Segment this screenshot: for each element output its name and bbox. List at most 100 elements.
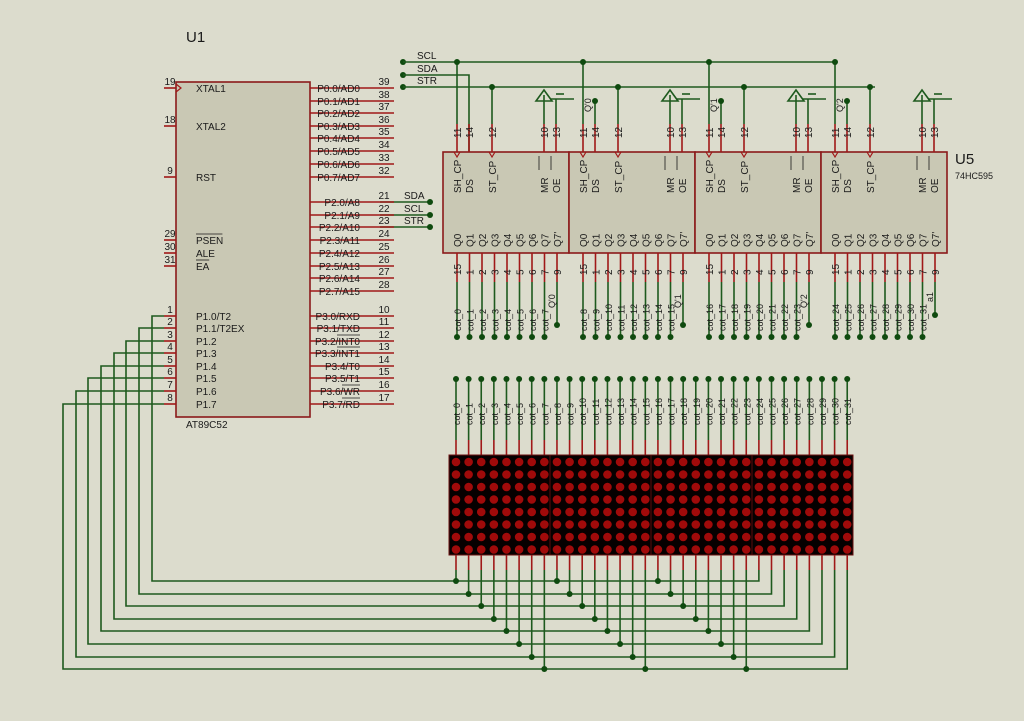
led bbox=[741, 545, 751, 554]
sr-pin-number: 11 bbox=[453, 127, 464, 138]
u5-part-label: 74HC595 bbox=[955, 171, 993, 181]
mcu-pin-name: P1.7 bbox=[196, 400, 217, 411]
mcu-pin-number: 19 bbox=[164, 77, 176, 88]
led bbox=[628, 507, 637, 517]
sr-pin-number: 10 bbox=[666, 126, 677, 138]
led bbox=[779, 545, 789, 554]
led bbox=[552, 532, 562, 542]
output-terminal bbox=[667, 334, 674, 340]
led bbox=[489, 532, 499, 542]
mcu-pin-name: P3.7/RD bbox=[322, 400, 360, 411]
led bbox=[451, 482, 461, 492]
led bbox=[641, 457, 650, 467]
led bbox=[603, 507, 612, 517]
shift-register-body[interactable] bbox=[568, 151, 696, 254]
sr-pin-name: Q7 bbox=[541, 233, 552, 247]
sr-pin-name: Q5 bbox=[894, 233, 905, 247]
sr-pin-number: 13 bbox=[930, 126, 941, 138]
sr-pin-number: 12 bbox=[866, 126, 877, 138]
led bbox=[754, 495, 764, 504]
sr-pin-number: 3 bbox=[743, 269, 754, 275]
led bbox=[603, 532, 612, 542]
matrix-column-terminal bbox=[730, 376, 737, 382]
output-terminal bbox=[529, 334, 535, 340]
scl-junction bbox=[580, 59, 586, 65]
output-terminal bbox=[768, 334, 775, 340]
sr-pin-name: Q5 bbox=[642, 233, 653, 247]
led bbox=[489, 495, 499, 504]
led bbox=[565, 545, 574, 554]
sr-pin-number: 7 bbox=[541, 269, 552, 275]
sr-pin-name: DS bbox=[843, 179, 854, 193]
led bbox=[464, 532, 473, 542]
mcu-pin-name: P1.2 bbox=[196, 337, 217, 348]
led bbox=[666, 457, 675, 467]
led bbox=[540, 457, 549, 467]
led bbox=[514, 457, 524, 467]
led bbox=[653, 532, 663, 542]
mcu-pin-number: 33 bbox=[378, 153, 390, 164]
led bbox=[729, 532, 738, 542]
shift-register-body[interactable] bbox=[694, 151, 822, 254]
led bbox=[716, 457, 726, 467]
matrix-column-terminal bbox=[692, 376, 699, 382]
output-terminal bbox=[718, 334, 725, 340]
shift-register-body[interactable] bbox=[442, 151, 570, 254]
led bbox=[767, 545, 776, 554]
sr-pin-name: Q0 bbox=[705, 233, 716, 247]
wires-layer bbox=[62, 59, 952, 672]
led bbox=[565, 482, 574, 492]
led bbox=[691, 520, 701, 529]
mcu-pin-name: P3.1/TXD bbox=[317, 324, 360, 335]
led bbox=[754, 507, 764, 517]
led bbox=[628, 482, 637, 492]
output-net-label: cot_28 bbox=[881, 304, 891, 331]
shift-register-4[interactable]: 11SH_CP14DS12ST_CP10MR13OEQ015Q11Q22Q33Q… bbox=[820, 88, 948, 331]
mcu-pin-name: P1.4 bbox=[196, 362, 217, 373]
mcu-pin-name: P2.4/A12 bbox=[319, 249, 361, 260]
str-junction bbox=[489, 84, 495, 90]
matrix-column-terminal bbox=[831, 376, 838, 382]
mcu-pin-number: 23 bbox=[378, 216, 390, 227]
mcu-pin-name: P3.0/RXD bbox=[316, 312, 360, 323]
sr-pin-name: Q0 bbox=[453, 233, 464, 247]
mcu-pins: 19XTAL118XTAL29RST29PSEN30ALE31EA1P1.0/T… bbox=[164, 77, 394, 411]
row-junction bbox=[667, 591, 674, 597]
led bbox=[590, 507, 600, 517]
led bbox=[451, 470, 461, 479]
mcu-u1[interactable]: U1 AT89C52 19XTAL118XTAL29RST29PSEN30ALE… bbox=[164, 29, 394, 431]
row-bus-P1-0 bbox=[151, 315, 760, 582]
led bbox=[729, 495, 738, 504]
matrix-column-label: cot_22 bbox=[730, 398, 740, 425]
matrix-column-label: cot_15 bbox=[641, 398, 651, 425]
led bbox=[641, 482, 650, 492]
matrix-column-terminal bbox=[617, 376, 624, 382]
mcu-pin-number: 11 bbox=[379, 317, 390, 328]
mcu-pin-number: 12 bbox=[378, 330, 390, 341]
shift-register-1[interactable]: 11SH_CP14DS12ST_CP10MR13OEQ015Q11Q22Q33Q… bbox=[442, 88, 570, 331]
output-net-label: cot_26 bbox=[856, 304, 866, 331]
matrix-column-terminal bbox=[667, 376, 674, 382]
sr-pin-number: 2 bbox=[478, 269, 489, 275]
shift-register-3[interactable]: 11SH_CP14DS12ST_CP10MR13OEQ015Q11Q22Q33Q… bbox=[694, 88, 822, 331]
shift-register-body[interactable] bbox=[820, 151, 948, 254]
shift-register-2[interactable]: 11SH_CP14DS12ST_CP10MR13OEQ015Q11Q22Q33Q… bbox=[568, 88, 696, 331]
led bbox=[489, 457, 499, 467]
led bbox=[704, 545, 713, 554]
sr-pin-number: 14 bbox=[717, 126, 728, 138]
mcu-pin-name: P3.6/WR bbox=[320, 387, 360, 398]
led bbox=[615, 507, 625, 517]
matrix-column-terminal bbox=[705, 376, 712, 382]
sr-pin-number: 9 bbox=[931, 269, 942, 275]
output-net-label: cot_0 bbox=[453, 309, 463, 331]
led bbox=[817, 495, 827, 504]
led bbox=[678, 470, 688, 479]
sr-pin-number: 14 bbox=[843, 126, 854, 138]
mcu-body[interactable] bbox=[175, 81, 311, 418]
sr-pin-number: 9 bbox=[679, 269, 690, 275]
row-bus-P1-3 bbox=[113, 352, 798, 620]
sr-pin-name: Q6 bbox=[906, 233, 917, 247]
output-terminal bbox=[516, 334, 523, 340]
output-net-label: cot_16 bbox=[705, 304, 715, 331]
